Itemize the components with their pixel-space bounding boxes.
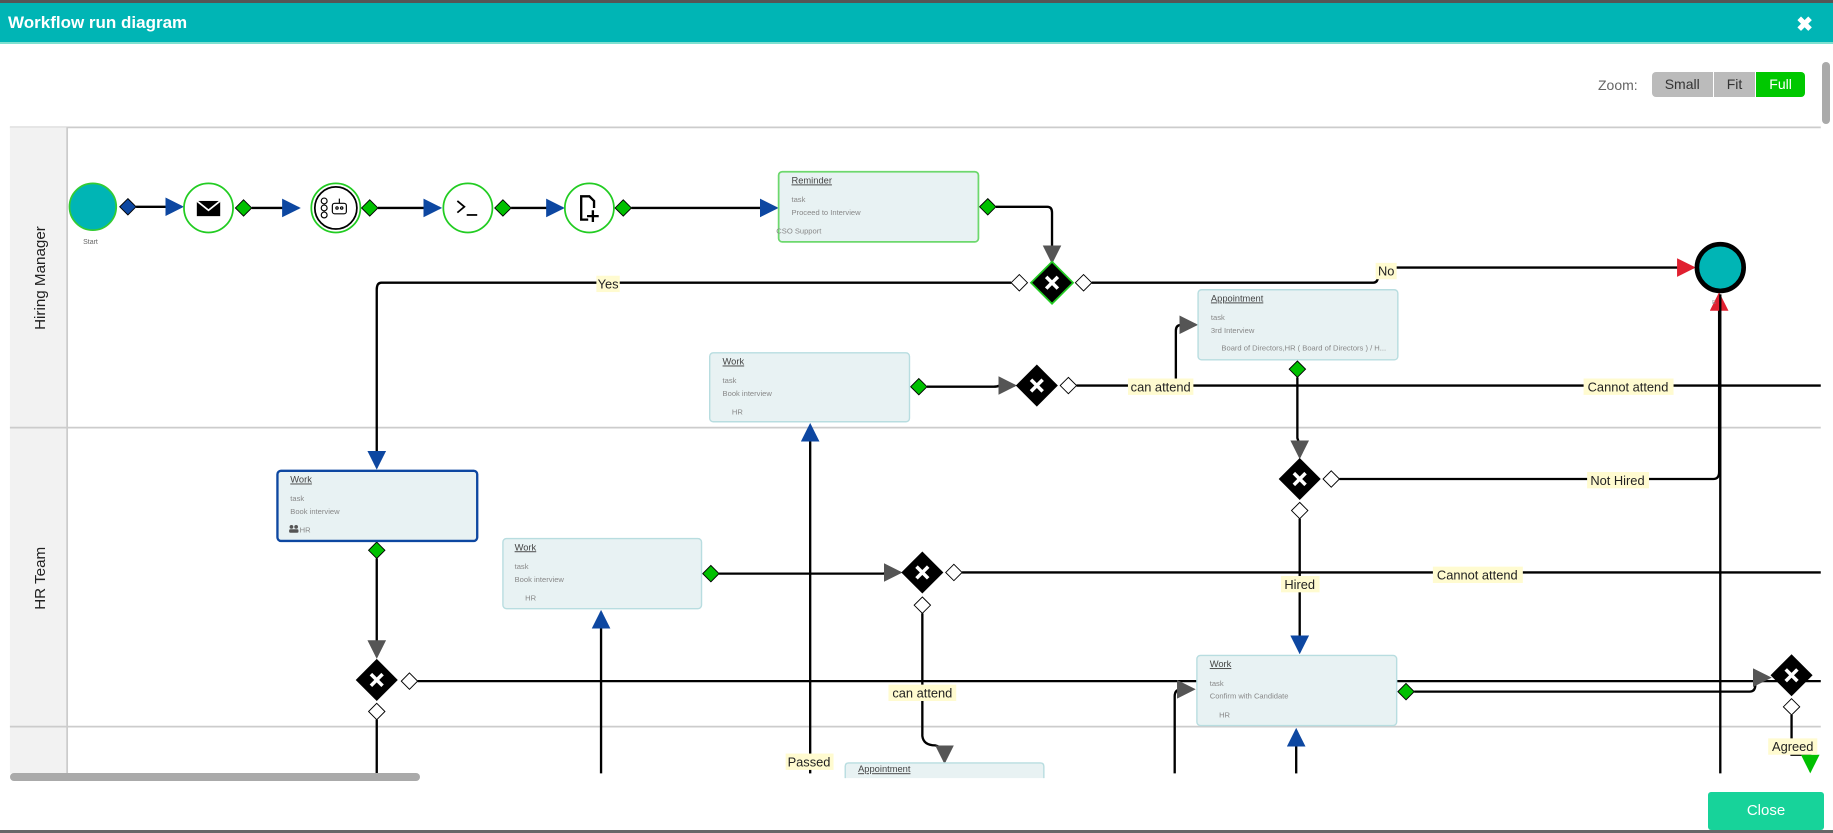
exclusive-gateway[interactable]	[355, 658, 398, 701]
top-border	[0, 0, 1833, 3]
task-work-book-interview-selected[interactable]: Work task Book interview HR	[276, 469, 479, 543]
task-assignee: CSO Support	[776, 227, 822, 236]
task-appointment-3rd-interview[interactable]: Appointment task 3rd Interview Board of …	[1197, 289, 1399, 361]
task-name: Confirm with Candidate	[1210, 692, 1289, 701]
edge-label-no: No	[1378, 264, 1394, 279]
task-title: Work	[1210, 659, 1232, 669]
horizontal-scrollbar[interactable]	[10, 773, 420, 781]
task-title: Appointment	[858, 764, 911, 774]
zoom-control: Zoom: Small Fit Full	[1598, 72, 1805, 97]
task-title: Reminder	[791, 175, 831, 185]
task-work-book-interview-hm[interactable]: Work task Book interview HR	[709, 352, 911, 423]
task-title: Work	[515, 542, 537, 552]
terminal-icon	[456, 200, 478, 216]
task-type: task	[1210, 679, 1224, 688]
edge-label-hired: Hired	[1284, 577, 1315, 592]
robot-icon	[320, 197, 347, 219]
script-step[interactable]	[442, 182, 494, 234]
create-document-step[interactable]	[563, 182, 615, 234]
task-name: Book interview	[515, 575, 565, 584]
edge-labels: Yes No can attend Cannot attend Not Hire…	[596, 262, 1818, 770]
task-type: task	[515, 562, 529, 571]
lane-hiring-manager: Hiring Manager	[32, 226, 49, 330]
start-label: Start	[83, 239, 98, 246]
start-event[interactable]: Start	[68, 182, 118, 246]
task-type: task	[290, 494, 304, 503]
task-type: task	[723, 376, 737, 385]
task-name: 3rd Interview	[1211, 326, 1255, 335]
robot-step[interactable]	[310, 182, 362, 234]
exclusive-gateway[interactable]	[1029, 260, 1075, 305]
edge-label-can-attend: can attend	[892, 685, 952, 700]
task-assignee: HR	[300, 526, 311, 535]
task-title: Work	[723, 357, 745, 367]
document-plus-icon	[580, 195, 599, 222]
edge-label-yes: Yes	[598, 277, 619, 292]
swimlanes: Hiring Manager HR Team	[9, 126, 1821, 774]
end-label: E	[1712, 300, 1716, 306]
task-appointment-bottom[interactable]: Appointment	[844, 762, 1045, 779]
exclusive-gateway[interactable]	[1770, 654, 1813, 697]
close-icon[interactable]: ✖	[1796, 14, 1813, 36]
task-title: Appointment	[1211, 293, 1264, 303]
close-button[interactable]: Close	[1708, 792, 1824, 830]
task-assignee: HR	[732, 408, 743, 417]
task-title: Work	[290, 475, 312, 485]
vertical-scrollbar[interactable]	[1822, 62, 1830, 124]
group-icon	[289, 525, 299, 533]
zoom-label: Zoom:	[1598, 76, 1638, 93]
task-assignee: HR	[1219, 710, 1230, 719]
edge-label-cannot-attend: Cannot attend	[1588, 379, 1669, 394]
task-work-confirm-with-candidate[interactable]: Work task Confirm with Candidate HR	[1196, 654, 1398, 727]
connection-ports	[119, 197, 1801, 721]
envelope-icon	[196, 200, 221, 217]
dialog-title: Workflow run diagram	[8, 13, 188, 32]
edge-label-cannot-attend: Cannot attend	[1437, 567, 1518, 582]
viewport-bottom-mask	[0, 778, 1833, 833]
send-email-step[interactable]	[183, 182, 234, 234]
task-assignee: Board of Directors,HR ( Board of Directo…	[1221, 343, 1386, 352]
edge-label-passed: Passed	[788, 754, 831, 769]
task-work-book-interview-hr[interactable]: Work task Book interview HR	[502, 537, 703, 610]
task-name: Proceed to Interview	[791, 208, 861, 217]
zoom-fit-button[interactable]: Fit	[1713, 72, 1757, 97]
task-reminder[interactable]: Reminder task Proceed to Interview CSO S…	[776, 170, 980, 243]
task-type: task	[791, 195, 805, 204]
lane-hr-team: HR Team	[32, 547, 49, 610]
gateways[interactable]	[355, 260, 1813, 701]
edge-label-agreed: Agreed	[1772, 739, 1813, 754]
task-name: Book interview	[723, 389, 773, 398]
exclusive-gateway[interactable]	[901, 551, 944, 594]
exclusive-gateway[interactable]	[1278, 457, 1321, 501]
task-name: Book interview	[290, 507, 340, 516]
exclusive-gateway[interactable]	[1015, 364, 1058, 407]
dialog-header: Workflow run diagram ✖	[0, 3, 1833, 44]
end-event[interactable]: E	[1694, 241, 1746, 306]
zoom-full-button[interactable]: Full	[1756, 72, 1805, 97]
edge-label-not-hired: Not Hired	[1590, 473, 1644, 488]
task-assignee: HR	[525, 594, 536, 603]
edge-label-can-attend: can attend	[1131, 379, 1191, 394]
bottom-border	[0, 830, 1833, 833]
zoom-small-button[interactable]: Small	[1651, 72, 1714, 97]
task-type: task	[1211, 313, 1225, 322]
